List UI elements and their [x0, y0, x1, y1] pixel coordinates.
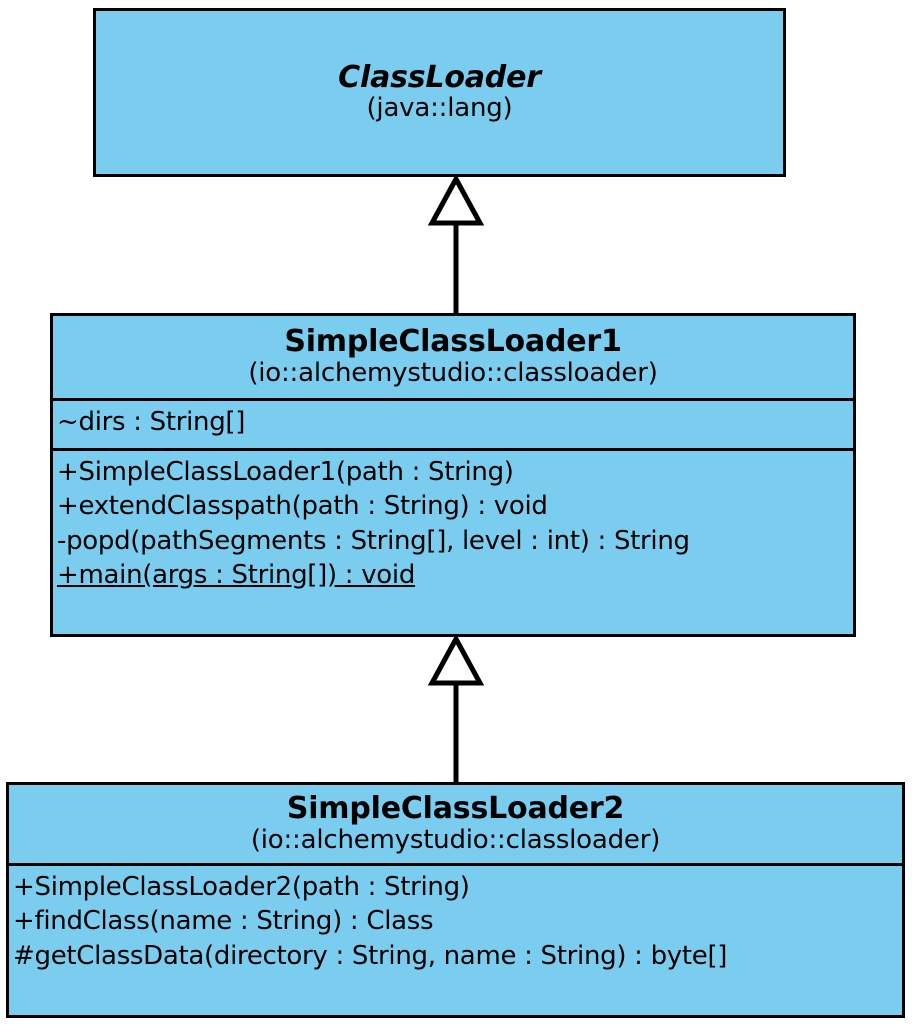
- class-operation[interactable]: -popd(pathSegments : String[], level : i…: [57, 525, 690, 556]
- class-operation[interactable]: #getClassData(directory : String, name :…: [13, 940, 728, 971]
- class-package-classloader: (java::lang): [366, 93, 513, 124]
- generalization-arrow-simpleclassloader1-to-classloader[interactable]: [424, 173, 488, 313]
- class-box-classloader[interactable]: ClassLoader (java::lang): [93, 8, 786, 177]
- class-attributes-simpleclassloader1: ~dirs : String[]: [53, 398, 853, 448]
- class-operations-simpleclassloader2: +SimpleClassLoader2(path : String) +find…: [9, 863, 902, 1015]
- class-operation[interactable]: +SimpleClassLoader1(path : String): [57, 457, 514, 487]
- class-name-classloader: ClassLoader: [338, 59, 541, 95]
- class-header-classloader: ClassLoader (java::lang): [96, 11, 783, 174]
- class-package-simpleclassloader1: (io::alchemystudio::classloader): [248, 357, 658, 388]
- class-name-simpleclassloader1: SimpleClassLoader1: [284, 324, 622, 360]
- class-package-simpleclassloader2: (io::alchemystudio::classloader): [250, 824, 661, 855]
- class-operation-static-main[interactable]: +main(args : String[]) : void: [57, 559, 416, 590]
- generalization-arrow-icon: [427, 633, 485, 782]
- class-box-simpleclassloader1[interactable]: SimpleClassLoader1 (io::alchemystudio::c…: [50, 313, 856, 637]
- class-attribute[interactable]: ~dirs : String[]: [57, 407, 246, 437]
- class-name-simpleclassloader2: SimpleClassLoader2: [286, 791, 625, 827]
- class-operation[interactable]: +extendClasspath(path : String) : void: [57, 491, 548, 522]
- generalization-arrow-simpleclassloader2-to-simpleclassloader1[interactable]: [424, 633, 488, 782]
- class-box-simpleclassloader2[interactable]: SimpleClassLoader2 (io::alchemystudio::c…: [6, 782, 905, 1018]
- class-operation[interactable]: +SimpleClassLoader2(path : String): [13, 872, 470, 902]
- class-header-simpleclassloader1: SimpleClassLoader1 (io::alchemystudio::c…: [53, 316, 853, 398]
- generalization-arrow-icon: [427, 173, 485, 313]
- class-header-simpleclassloader2: SimpleClassLoader2 (io::alchemystudio::c…: [9, 785, 902, 863]
- class-operation[interactable]: +findClass(name : String) : Class: [13, 906, 434, 937]
- class-operations-simpleclassloader1: +SimpleClassLoader1(path : String) +exte…: [53, 448, 853, 634]
